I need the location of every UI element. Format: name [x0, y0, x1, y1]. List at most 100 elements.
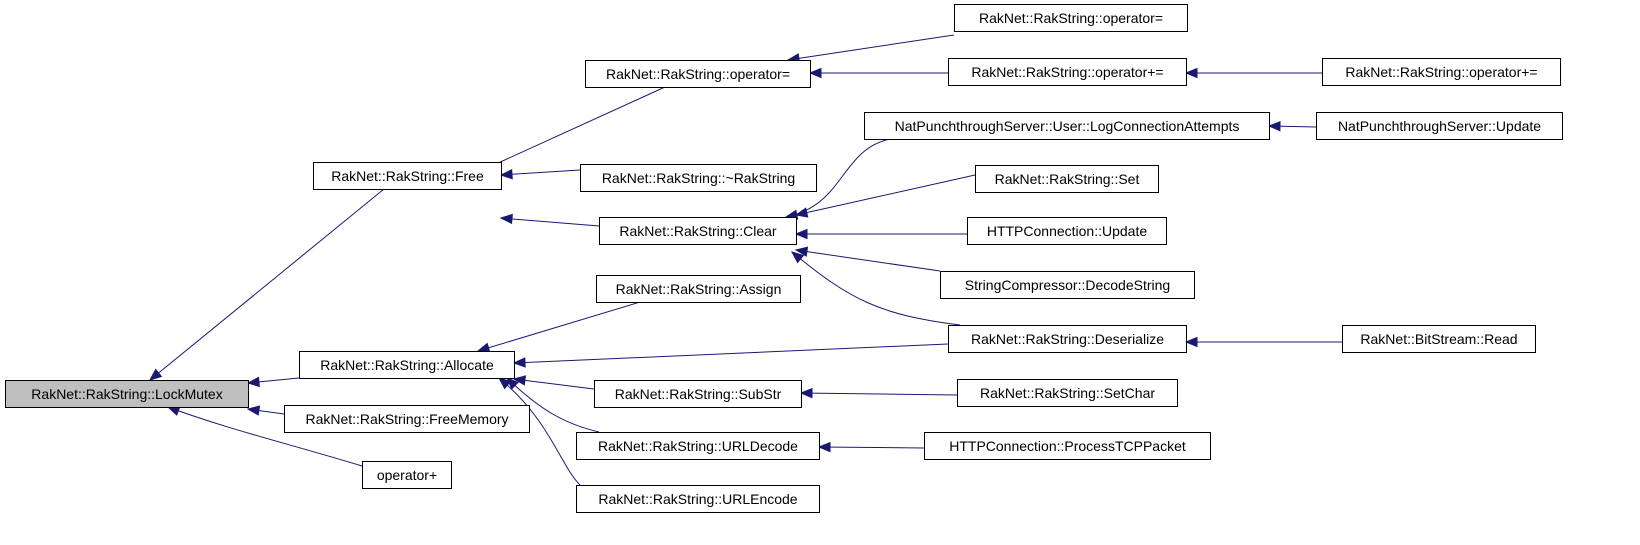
node-box[interactable]: [596, 275, 801, 303]
node-opassign2[interactable]: RakNet::RakString::operator=: [954, 4, 1188, 32]
node-box[interactable]: [313, 162, 502, 190]
node-box[interactable]: [975, 165, 1159, 193]
node-free[interactable]: RakNet::RakString::Free: [313, 162, 502, 190]
node-allocate[interactable]: RakNet::RakString::Allocate: [299, 351, 515, 379]
node-box[interactable]: [1316, 112, 1563, 140]
node-label[interactable]: operator+: [377, 467, 437, 483]
node-label[interactable]: HTTPConnection::Update: [987, 223, 1148, 239]
node-deserialize[interactable]: RakNet::RakString::Deserialize: [948, 325, 1187, 353]
edge-line: [787, 34, 955, 61]
arrowhead-icon: [817, 441, 831, 453]
edge-line: [500, 169, 581, 176]
node-label[interactable]: RakNet::RakString::operator=: [606, 66, 790, 82]
node-bsread[interactable]: RakNet::BitStream::Read: [1342, 325, 1536, 353]
edge-deserialize-to-allocate: [512, 343, 949, 368]
edge-decodestring-to-clear: [794, 246, 941, 272]
node-label[interactable]: RakNet::RakString::FreeMemory: [305, 411, 508, 427]
node-box[interactable]: [599, 217, 797, 245]
node-label[interactable]: RakNet::RakString::Free: [331, 168, 484, 184]
node-assign[interactable]: RakNet::RakString::Assign: [596, 275, 801, 303]
edge-substr-to-allocate: [512, 375, 595, 390]
node-box[interactable]: [967, 217, 1167, 245]
node-label[interactable]: RakNet::RakString::operator=: [979, 10, 1163, 26]
arrowhead-icon: [499, 169, 513, 180]
node-lockmutex[interactable]: RakNet::RakString::LockMutex: [5, 380, 249, 408]
node-label[interactable]: RakNet::RakString::Allocate: [320, 357, 494, 373]
node-box[interactable]: [864, 112, 1270, 140]
node-box[interactable]: [576, 432, 820, 460]
node-opplus[interactable]: operator+: [362, 461, 452, 489]
edge-opplusassign2-to-opplusassign: [1184, 67, 1322, 79]
node-box[interactable]: [1342, 325, 1536, 353]
node-label[interactable]: RakNet::RakString::SubStr: [615, 386, 782, 402]
node-box[interactable]: [1322, 58, 1561, 86]
node-processtcp[interactable]: HTTPConnection::ProcessTCPPacket: [924, 432, 1211, 460]
node-box[interactable]: [576, 485, 820, 513]
edge-line: [791, 251, 961, 326]
edge-dtor-to-free: [499, 169, 581, 180]
node-label[interactable]: RakNet::RakString::Set: [995, 171, 1140, 187]
node-label[interactable]: RakNet::RakString::Assign: [616, 281, 782, 297]
node-box[interactable]: [954, 4, 1188, 32]
node-box[interactable]: [948, 58, 1187, 86]
node-label[interactable]: RakNet::BitStream::Read: [1360, 331, 1517, 347]
node-urlencode[interactable]: RakNet::RakString::URLEncode: [576, 485, 820, 513]
node-label[interactable]: RakNet::RakString::URLDecode: [598, 438, 798, 454]
node-clear[interactable]: RakNet::RakString::Clear: [599, 217, 797, 245]
node-logconn[interactable]: NatPunchthroughServer::User::LogConnecti…: [864, 112, 1270, 140]
node-label[interactable]: RakNet::RakString::Clear: [619, 223, 777, 239]
node-box[interactable]: [299, 351, 515, 379]
node-dtor[interactable]: RakNet::RakString::~RakString: [580, 164, 817, 192]
arrowhead-icon: [1184, 67, 1198, 79]
node-label[interactable]: RakNet::RakString::~RakString: [602, 170, 795, 186]
node-substr[interactable]: RakNet::RakString::SubStr: [594, 380, 802, 408]
node-box[interactable]: [594, 380, 802, 408]
edge-natupdate-to-logconn: [1267, 121, 1317, 132]
node-label[interactable]: NatPunchthroughServer::User::LogConnecti…: [895, 118, 1240, 134]
node-box[interactable]: [940, 271, 1195, 299]
node-label[interactable]: NatPunchthroughServer::Update: [1338, 118, 1541, 134]
node-urldecode[interactable]: RakNet::RakString::URLDecode: [576, 432, 820, 460]
node-label[interactable]: RakNet::RakString::Deserialize: [971, 331, 1164, 347]
node-decodestring[interactable]: StringCompressor::DecodeString: [940, 271, 1195, 299]
node-opplusassign2[interactable]: RakNet::RakString::operator+=: [1322, 58, 1561, 86]
edge-line: [149, 188, 385, 381]
node-label[interactable]: RakNet::RakString::operator+=: [1345, 64, 1537, 80]
edge-set-to-clear: [794, 174, 976, 218]
edge-bsread-to-deserialize: [1184, 336, 1342, 348]
node-label[interactable]: RakNet::RakString::URLEncode: [598, 491, 797, 507]
edge-line: [506, 377, 600, 433]
node-label[interactable]: RakNet::RakString::operator+=: [971, 64, 1163, 80]
node-opassign[interactable]: RakNet::RakString::operator=: [585, 60, 811, 88]
node-label[interactable]: RakNet::RakString::LockMutex: [31, 386, 222, 402]
node-box[interactable]: [580, 164, 817, 192]
arrowhead-icon: [794, 246, 809, 257]
edge-clear-to-free: [499, 213, 600, 227]
node-label[interactable]: RakNet::RakString::SetChar: [980, 385, 1155, 401]
node-label[interactable]: StringCompressor::DecodeString: [965, 277, 1170, 293]
node-label[interactable]: HTTPConnection::ProcessTCPPacket: [949, 438, 1186, 454]
node-opplusassign[interactable]: RakNet::RakString::operator+=: [948, 58, 1187, 86]
arrowhead-icon: [497, 377, 512, 390]
node-box[interactable]: [362, 461, 452, 489]
node-freememory[interactable]: RakNet::RakString::FreeMemory: [284, 405, 530, 433]
edge-free-to-lockmutex: [148, 188, 385, 381]
arrowhead-icon: [476, 342, 491, 353]
node-setchar[interactable]: RakNet::RakString::SetChar: [957, 379, 1178, 407]
edge-deserialize-to-clear: [790, 251, 961, 326]
node-box[interactable]: [284, 405, 530, 433]
node-box[interactable]: [948, 325, 1187, 353]
node-box[interactable]: [957, 379, 1178, 407]
node-httpupdate[interactable]: HTTPConnection::Update: [967, 217, 1167, 245]
node-box[interactable]: [924, 432, 1211, 460]
node-box[interactable]: [585, 60, 811, 88]
edge-line: [795, 174, 976, 216]
node-natupdate[interactable]: NatPunchthroughServer::Update: [1316, 112, 1563, 140]
edge-line: [498, 377, 581, 486]
edge-allocate-to-lockmutex: [246, 376, 300, 388]
arrowhead-icon: [790, 251, 805, 264]
edge-httpupdate-to-clear: [794, 228, 967, 240]
node-box[interactable]: [5, 380, 249, 408]
node-set[interactable]: RakNet::RakString::Set: [975, 165, 1159, 193]
